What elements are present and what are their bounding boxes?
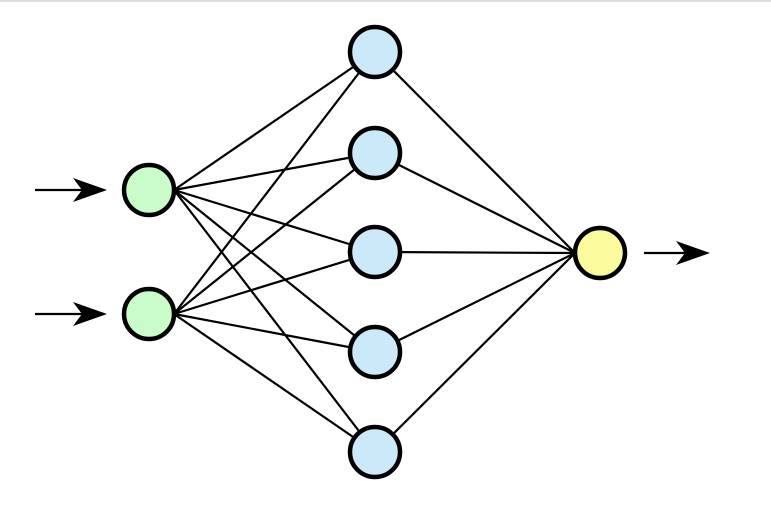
input-node-2 bbox=[121, 286, 177, 342]
input-arrow-1-head-icon bbox=[73, 178, 107, 202]
output-arrow-head-icon bbox=[676, 241, 710, 265]
edge-input-2-hidden-4 bbox=[173, 312, 376, 354]
edge-input-2-hidden-1 bbox=[173, 51, 376, 315]
edge-hidden-1-output-1 bbox=[374, 51, 576, 254]
input-arrow-2-head-icon bbox=[73, 302, 107, 326]
output-arrow bbox=[644, 241, 710, 265]
hidden-node-4 bbox=[347, 324, 403, 380]
edge-input-2-hidden-2 bbox=[173, 152, 376, 315]
edge-input-2-hidden-5 bbox=[173, 313, 376, 453]
hidden-node-1 bbox=[347, 24, 403, 80]
edge-hidden-3-output-1 bbox=[374, 250, 576, 255]
edge-hidden-2-output-1 bbox=[374, 152, 576, 254]
edge-hidden-5-output-1 bbox=[374, 252, 576, 453]
edge-input-1-hidden-5 bbox=[173, 189, 376, 453]
edge-hidden-4-output-1 bbox=[374, 252, 576, 353]
edge-input-1-hidden-4 bbox=[173, 189, 376, 353]
input-arrow-2 bbox=[35, 302, 107, 326]
input-arrow-1 bbox=[35, 178, 107, 202]
hidden-node-2 bbox=[347, 125, 403, 181]
output-node-1 bbox=[572, 225, 628, 281]
input-node-1 bbox=[121, 162, 177, 218]
edge-input-1-hidden-3 bbox=[173, 188, 376, 254]
edge-input-2-hidden-3 bbox=[173, 250, 376, 316]
hidden-node-3 bbox=[347, 224, 403, 280]
hidden-node-5 bbox=[347, 424, 403, 480]
edge-input-1-hidden-1 bbox=[173, 51, 376, 191]
edge-input-1-hidden-2 bbox=[173, 151, 376, 192]
